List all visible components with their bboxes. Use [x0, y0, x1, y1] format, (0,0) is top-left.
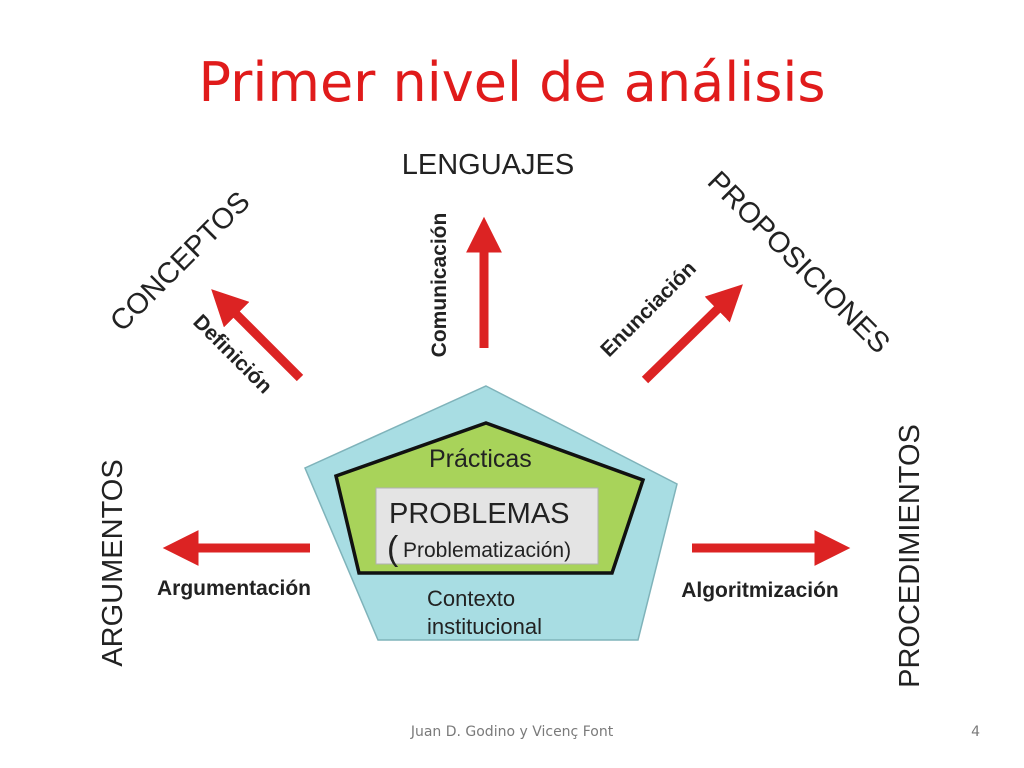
- comunicacion-label: Comunicación: [428, 213, 451, 358]
- arrow-to-conceptos: [211, 289, 304, 382]
- page-number: 4: [971, 724, 980, 740]
- problems-box: [375, 487, 599, 565]
- practices-label: Prácticas: [429, 445, 532, 473]
- argumentacion-label: Argumentación: [157, 577, 311, 600]
- lenguajes-label: LENGUAJES: [402, 149, 574, 181]
- proposiciones-label: PROPOSICIONES: [701, 165, 896, 360]
- context-label-line1: Contexto: [427, 586, 515, 611]
- context-label-line2: institucional: [427, 614, 542, 639]
- slide-title: Primer nivel de análisis: [198, 51, 826, 114]
- problematization-paren: (: [387, 530, 399, 568]
- footer-author: Juan D. Godino y Vicenç Font: [410, 724, 614, 740]
- problematization-label: Problematización): [403, 539, 571, 562]
- problems-label: PROBLEMAS: [389, 498, 570, 530]
- arrow-to-proposiciones: [641, 284, 743, 384]
- definicion-label: Definición: [188, 310, 276, 398]
- argumentos-label: ARGUMENTOS: [97, 459, 129, 666]
- procedimientos-label: PROCEDIMIENTOS: [894, 424, 926, 688]
- algoritmizacion-label: Algoritmización: [681, 579, 839, 602]
